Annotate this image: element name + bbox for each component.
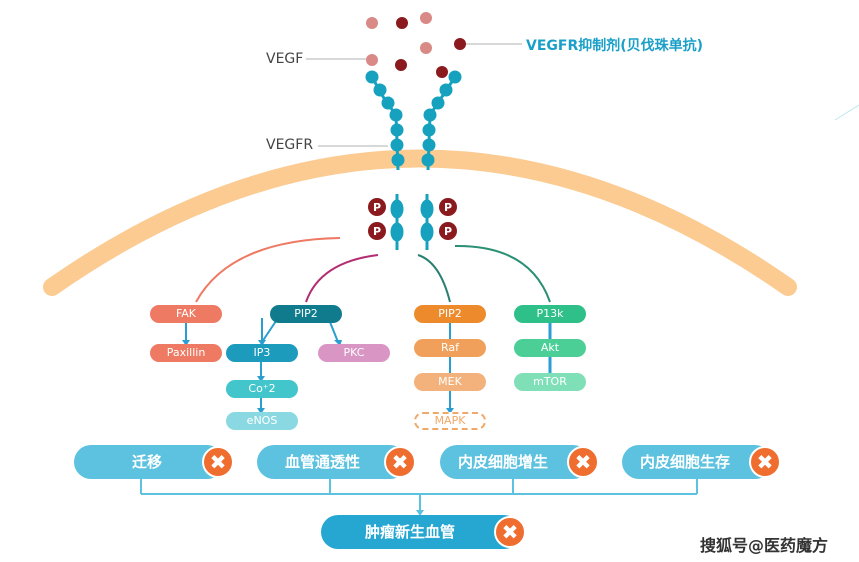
- phosphate-p-1: P: [373, 201, 381, 214]
- node-mapk: MAPK: [414, 412, 486, 430]
- inhibitor-label: VEGFR抑制剂(贝伐珠单抗): [526, 38, 704, 54]
- ligand-dots: [366, 12, 466, 78]
- path-to-fak: [195, 237, 341, 303]
- path-to-pip2a: [305, 254, 379, 303]
- block-icon-survival: ✖: [749, 446, 781, 478]
- outcome-survival-label: 内皮细胞生存: [640, 453, 731, 471]
- node-paxillin: Paxillin: [150, 344, 222, 362]
- outcome-migration: 迁移: [74, 445, 224, 479]
- path-to-pip2b: [417, 254, 451, 303]
- node-pip2-b: PIP2: [414, 305, 486, 323]
- node-pip2-a: PIP2: [270, 305, 342, 323]
- vegf-label: VEGF: [266, 51, 304, 67]
- outcome-angiogenesis: 肿瘤新生血管: [321, 515, 521, 549]
- outcome-migration-label: 迁移: [132, 453, 163, 471]
- node-ca: Co⁺2: [226, 380, 298, 398]
- outcome-proliferation-label: 内皮细胞增生: [458, 453, 549, 471]
- outcome-permeability: 血管通透性: [257, 445, 407, 479]
- node-akt: Akt: [514, 339, 586, 357]
- pathway-arrows: [182, 317, 552, 414]
- watermark: 搜狐号@医药魔方: [700, 536, 829, 555]
- transmembrane: [390, 194, 434, 250]
- node-raf: Raf: [414, 339, 486, 357]
- node-pkc: PKC: [318, 344, 390, 362]
- outcome-proliferation: 内皮细胞增生: [440, 445, 590, 479]
- block-icon-angiogenesis: ✖: [494, 516, 526, 548]
- phosphate-group: [368, 198, 457, 240]
- receptor-right: [421, 70, 462, 171]
- block-icon-migration: ✖: [202, 446, 234, 478]
- outcome-permeability-label: 血管通透性: [285, 453, 361, 471]
- phosphate-p-2: P: [373, 225, 381, 238]
- outcome-angiogenesis-label: 肿瘤新生血管: [365, 523, 456, 541]
- outcome-connectors: [140, 478, 698, 516]
- outcome-survival: 内皮细胞生存: [622, 445, 772, 479]
- node-p13k: P13k: [514, 305, 586, 323]
- receptor-left: [365, 70, 405, 171]
- node-mek: MEK: [414, 373, 486, 391]
- phosphate-p-3: P: [444, 201, 452, 214]
- phosphate-p-4: P: [444, 225, 452, 238]
- node-ip3: IP3: [226, 344, 298, 362]
- block-icon-permeability: ✖: [384, 446, 416, 478]
- vegfr-label: VEGFR: [266, 137, 314, 153]
- node-mtor: mTOR: [514, 373, 586, 391]
- decor-line: [834, 104, 859, 121]
- path-to-p13k: [454, 244, 551, 303]
- node-fak: FAK: [150, 305, 222, 323]
- cell-membrane: [43, 149, 797, 296]
- node-enos: eNOS: [226, 412, 298, 430]
- block-icon-proliferation: ✖: [567, 446, 599, 478]
